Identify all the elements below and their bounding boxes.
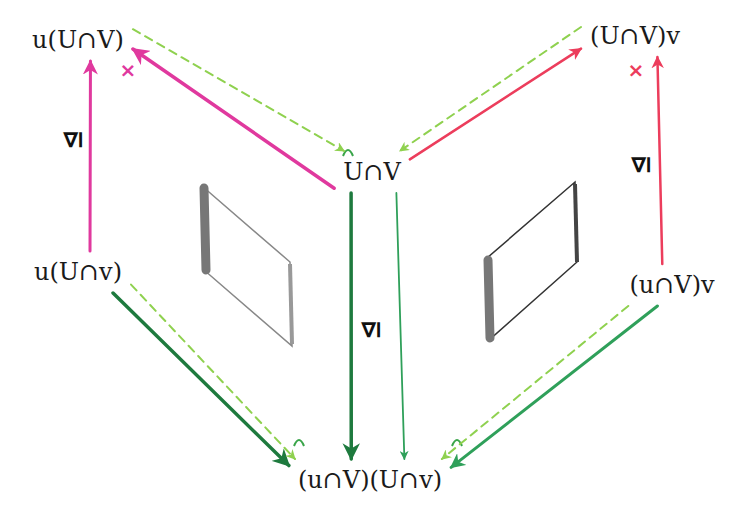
dashed-arrow [131,285,295,459]
object-label: (u∩V)v [629,271,714,299]
commuting-square-right [487,182,577,340]
commuting-square-left [202,186,292,346]
cross-mark: × [628,60,645,80]
morphism-arrow [133,49,334,188]
morphism-arrow [396,193,404,459]
object-label: U∩V [343,158,401,186]
object-label: (U∩V)v [590,22,680,50]
dashed-arrow [400,27,581,151]
object-label: u(U∩v) [34,258,122,286]
morphism-arrow [349,193,353,459]
inclusion-hooks [294,150,462,446]
object-node: U∩V [337,154,407,190]
normal-subobject-sign: ⊴ [628,155,652,175]
object-node: (U∩V)v [584,18,686,54]
object-label: (u∩V)(U∩v) [298,466,442,494]
morphism-arrow [657,57,662,264]
object-label: u(U∩V) [32,26,124,54]
dashed-arrow [442,306,628,459]
morphism-arrow [89,61,92,251]
normal-subobject-sign: ⊴ [358,320,382,340]
cross-mark: × [120,60,137,80]
normal-subobject-sign: ⊴ [60,130,84,150]
morphism-arrow [451,306,657,467]
dashed-arrow [133,29,344,151]
morphism-arrow [113,293,289,466]
object-node: u(U∩v) [28,254,128,290]
object-node: (u∩V)(U∩v) [292,462,448,498]
object-node: u(U∩V) [26,22,130,58]
object-node: (u∩V)v [623,267,720,303]
morphism-arrow [410,49,581,160]
